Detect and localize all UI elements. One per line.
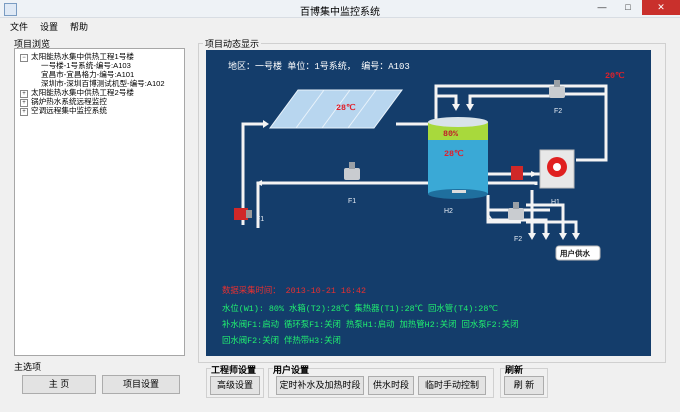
pump-circulation [511, 166, 523, 180]
tree-item-building1[interactable]: 太阳能热水集中供热工程1号楼 [31, 52, 134, 61]
location-header: 地区：一号楼 单位：1号系统， 编号：A103 [228, 62, 410, 72]
user-supply-label: 用户供水 [560, 249, 590, 258]
maximize-button[interactable]: □ [625, 2, 631, 12]
solar-collector [269, 89, 403, 129]
user-group [268, 368, 494, 398]
pipe-diagram [234, 80, 608, 261]
outdoor-temp: 20℃ [605, 71, 625, 81]
tree-item-a103[interactable]: 一号楼-1号系统-编号:A103 [41, 61, 131, 70]
project-settings-button[interactable]: 项目设置 [102, 375, 180, 394]
advanced-settings-button[interactable]: 高级设置 [210, 376, 260, 395]
acquisition-time: 数据采集时间： 2013-10-21 16:42 [222, 286, 367, 296]
h1-label: H1 [551, 199, 560, 206]
refresh-label: 刷新 [505, 363, 524, 376]
water-tank [428, 117, 488, 199]
dynamic-display-label: 项目动态显示 [203, 37, 262, 50]
f2-right-label: F2 [514, 236, 523, 243]
title-bar: 百博集中监控系统 — □ ✕ [0, 0, 680, 18]
tree-item-boiler[interactable]: 锅炉热水系统远程监控 [31, 97, 107, 106]
tree-item-a101[interactable]: 宜昌市-宜昌格力-编号:A101 [41, 70, 135, 79]
tree-item-aircon[interactable]: 空调远程集中监控系统 [31, 106, 107, 115]
main-options-label: 主选项 [14, 362, 42, 372]
tank-level: 80% [443, 129, 459, 139]
expand-icon[interactable]: + [20, 108, 28, 116]
system-diagram: 地区：一号楼 单位：1号系统， 编号：A103 20℃ 28℃ 80% 28℃ … [206, 50, 651, 356]
collector-temp: 28℃ [336, 103, 356, 113]
refresh-button[interactable]: 刷 新 [504, 376, 544, 395]
tree-item-a102[interactable]: 深圳市-深圳百博测试机型-编号:A102 [41, 79, 165, 88]
menu-file[interactable]: 文件 [10, 22, 29, 32]
expand-icon[interactable]: + [20, 99, 28, 107]
dynamic-display-group [198, 43, 666, 363]
home-button[interactable]: 主 页 [22, 375, 96, 394]
tree-group-label: 项目浏览 [14, 39, 51, 49]
status-row-2: 补水阀F1:启动 循环泵F1:关闭 热泵H1:启动 加热管H2:关闭 回水泵F2… [222, 320, 519, 330]
collapse-icon[interactable]: − [20, 54, 28, 62]
f1-left-label: F1 [256, 216, 265, 223]
tank-temp: 28℃ [444, 149, 464, 159]
minimize-button[interactable]: — [597, 2, 607, 12]
tree-item-building2[interactable]: 太阳能热水集中供热工程2号楼 [31, 88, 134, 97]
supply-period-button[interactable]: 供水时段 [368, 376, 414, 395]
valve-f2-right [508, 202, 524, 220]
app-icon [4, 3, 17, 16]
close-button[interactable]: ✕ [642, 0, 680, 15]
user-supply-box [555, 245, 601, 261]
pump-f1 [234, 208, 252, 220]
manual-control-button[interactable]: 临时手动控制 [418, 376, 486, 395]
menu-settings[interactable]: 设置 [40, 22, 59, 32]
user-settings-label: 用户设置 [273, 363, 310, 376]
engineer-settings-label: 工程师设置 [211, 363, 257, 376]
status-row-1: 水位(W1): 80% 水箱(T2):28℃ 集热器(T1):28℃ 回水管(T… [222, 304, 498, 314]
h2-label: H2 [444, 208, 453, 215]
menu-help[interactable]: 帮助 [70, 22, 89, 32]
valve-f1-pipe [344, 162, 360, 180]
valve-f2-top [549, 80, 565, 98]
window-title: 百博集中监控系统 [300, 7, 380, 18]
status-row-3: 回水阀F2:关闭 伴热带H3:关闭 [222, 336, 341, 346]
f1-pipe-label: F1 [348, 198, 357, 205]
project-tree[interactable]: − 太阳能热水集中供热工程1号楼 一号楼-1号系统-编号:A103 宜昌市-宜昌… [14, 48, 185, 356]
f2-top-label: F2 [554, 108, 563, 115]
heat-pump [539, 149, 575, 189]
timed-refill-heating-button[interactable]: 定时补水及加热时段 [276, 376, 364, 395]
menu-bar: 文件 设置 帮助 [0, 18, 680, 32]
refresh-group [500, 368, 548, 398]
expand-icon[interactable]: + [20, 90, 28, 98]
